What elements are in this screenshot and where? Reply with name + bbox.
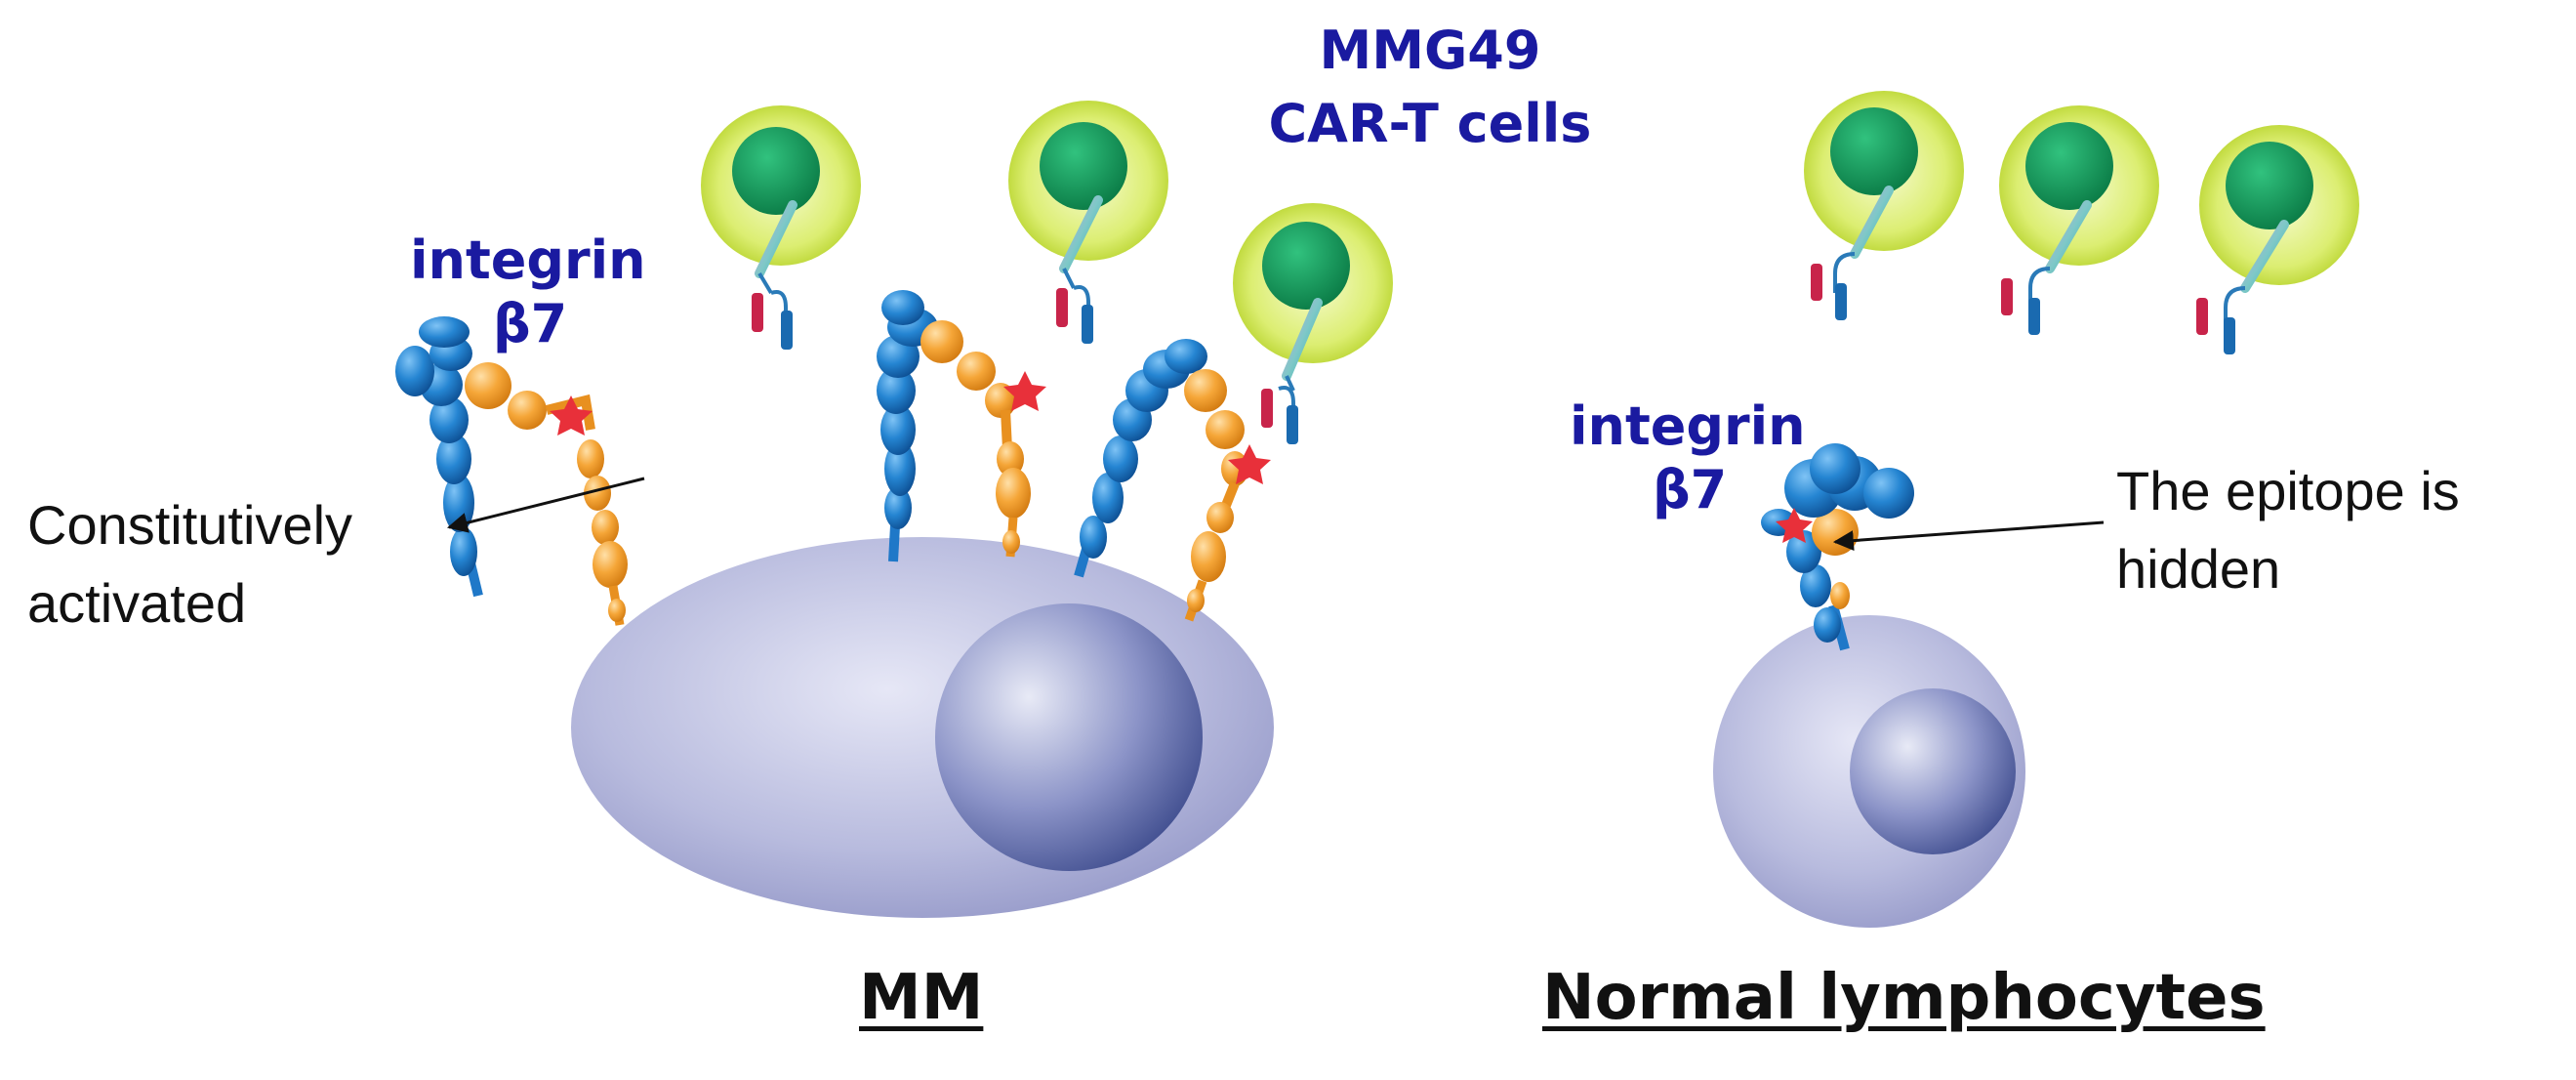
car-t-cell-mm-2 <box>1008 101 1168 344</box>
constitutive-arrow <box>446 477 645 533</box>
car-t-label-line2: CAR-T cells <box>1268 93 1592 154</box>
car-t-cell-mm-1 <box>701 105 861 350</box>
epitope-star-2 <box>1003 371 1046 411</box>
car-t-cell-normal-2 <box>1999 105 2159 335</box>
hidden-epitope-star <box>1776 508 1813 543</box>
constitutive-label-line1: Constitutively <box>27 494 353 556</box>
integrin-mm-3 <box>1074 339 1271 622</box>
epitope-label-line1: The epitope is <box>2116 460 2460 521</box>
integrin-mm-2 <box>877 290 1046 562</box>
epitope-arrow <box>1832 520 2105 552</box>
car-t-label-line1: MMG49 <box>1319 20 1541 81</box>
epitope-star-3 <box>1228 444 1271 484</box>
car-t-cell-mm-3 <box>1233 203 1393 444</box>
normal-nucleus <box>1850 688 2016 854</box>
epitope-star-1 <box>550 395 593 436</box>
integrin-right-label-line1: integrin <box>1570 395 1806 457</box>
integrin-left-label-line1: integrin <box>410 229 646 291</box>
car-t-cell-normal-3 <box>2196 125 2359 354</box>
integrin-right-label-line2: β7 <box>1653 459 1728 520</box>
mm-nucleus <box>935 603 1203 871</box>
epitope-label-line2: hidden <box>2116 538 2281 600</box>
integrin-left-label-line2: β7 <box>493 293 568 354</box>
integrin-mm-1 <box>395 316 628 626</box>
car-t-cell-normal-1 <box>1804 91 1964 320</box>
mm-cell <box>571 537 1274 918</box>
normal-lymphocyte <box>1713 615 2025 928</box>
integrin-normal <box>1761 443 1914 651</box>
normal-lymphocytes-title: Normal lymphocytes <box>1542 962 2266 1034</box>
constitutive-label-line2: activated <box>27 572 247 634</box>
mm-title: MM <box>859 962 984 1034</box>
